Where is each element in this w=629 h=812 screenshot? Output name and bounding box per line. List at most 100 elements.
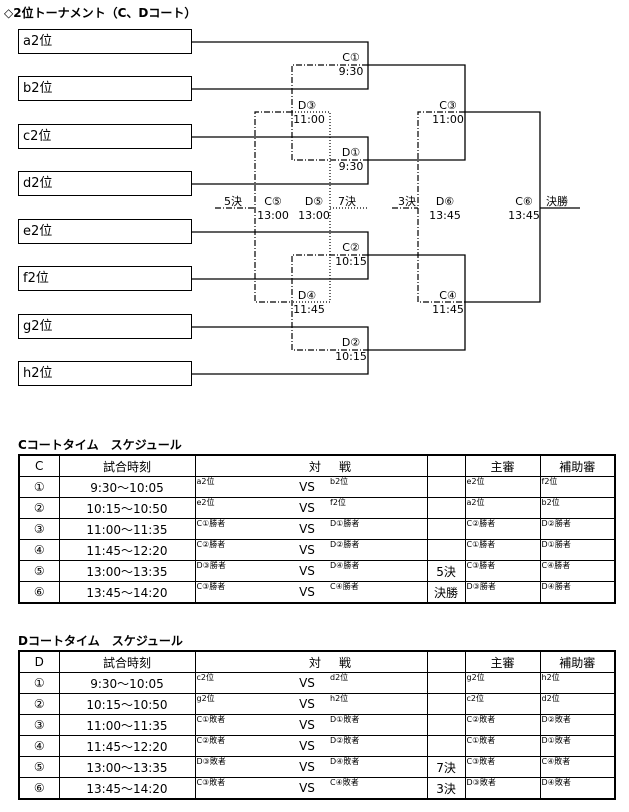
- cell-team-a: C②勝者: [194, 539, 285, 561]
- cell-time: 13:45～14:20: [58, 581, 196, 604]
- cell-team-b: C④敗者: [329, 777, 428, 800]
- team-slot-e: e2位: [18, 219, 192, 244]
- match-d5-court: D⑤: [304, 195, 324, 208]
- cell-vs: VS: [285, 693, 330, 715]
- cell-no: ②: [18, 693, 60, 715]
- cell-ref: C①敗者: [464, 735, 541, 757]
- cell-team-a: a2位: [194, 476, 285, 498]
- cell-time: 11:45～12:20: [58, 539, 196, 561]
- cell-team-b: D①敗者: [329, 714, 428, 736]
- cell-ref: a2位: [464, 497, 541, 519]
- cell-time: 11:45～12:20: [58, 735, 196, 757]
- cell-vs: VS: [285, 560, 330, 582]
- cell-no: ④: [18, 735, 60, 757]
- cell-vs: VS: [285, 777, 330, 800]
- match-c3-time: 11:00: [432, 113, 464, 126]
- cell-assist: C④敗者: [539, 756, 616, 778]
- match-c4-time: 11:45: [432, 303, 464, 316]
- header-note: [426, 454, 466, 477]
- cell-team-b: D①勝者: [329, 518, 428, 540]
- cell-note: [426, 539, 466, 561]
- match-c1-time: 9:30: [338, 65, 364, 78]
- cell-vs: VS: [285, 476, 330, 498]
- match-d3-time: 11:00: [293, 113, 325, 126]
- cell-time: 10:15～10:50: [58, 693, 196, 715]
- cell-team-a: e2位: [194, 497, 285, 519]
- cell-assist: D④勝者: [539, 581, 616, 604]
- cell-ref: D③敗者: [464, 777, 541, 800]
- team-slot-g: g2位: [18, 314, 192, 339]
- cell-no: ⑤: [18, 756, 60, 778]
- header-court: D: [18, 650, 60, 673]
- header-assist: 補助審: [539, 454, 616, 477]
- label-3rd-place: 3決: [398, 195, 416, 208]
- match-d2-time: 10:15: [335, 350, 367, 363]
- cell-team-b: D④勝者: [329, 560, 428, 582]
- team-slot-f: f2位: [18, 266, 192, 291]
- team-slot-c: c2位: [18, 124, 192, 149]
- cell-assist: f2位: [539, 476, 616, 498]
- cell-no: ③: [18, 714, 60, 736]
- match-c2-court: C②: [342, 241, 360, 254]
- match-c4-court: C④: [439, 289, 457, 302]
- cell-time: 9:30～10:05: [58, 672, 196, 694]
- header-match-b: 戦: [329, 454, 428, 477]
- cell-note: [426, 672, 466, 694]
- match-d4-time: 11:45: [293, 303, 325, 316]
- cell-time: 10:15～10:50: [58, 497, 196, 519]
- cell-no: ②: [18, 497, 60, 519]
- cell-no: ①: [18, 476, 60, 498]
- header-court: C: [18, 454, 60, 477]
- match-d1-time: 9:30: [338, 160, 364, 173]
- cell-vs: VS: [285, 539, 330, 561]
- cell-team-b: b2位: [329, 476, 428, 498]
- team-slot-b: b2位: [18, 76, 192, 101]
- cell-team-a: D③勝者: [194, 560, 285, 582]
- match-c5-court: C⑤: [264, 195, 282, 208]
- cell-team-b: f2位: [329, 497, 428, 519]
- cell-team-a: C①敗者: [194, 714, 285, 736]
- cell-note: 決勝: [426, 581, 466, 604]
- cell-no: ⑥: [18, 581, 60, 604]
- cell-assist: D②勝者: [539, 518, 616, 540]
- cell-team-b: D④敗者: [329, 756, 428, 778]
- cell-team-a: C③勝者: [194, 581, 285, 604]
- cell-team-b: D②敗者: [329, 735, 428, 757]
- c-schedule-heading: Cコートタイム スケジュール: [18, 438, 182, 452]
- cell-ref: C③勝者: [464, 560, 541, 582]
- cell-team-a: g2位: [194, 693, 285, 715]
- match-d3-court: D③: [297, 99, 317, 112]
- match-c3-court: C③: [439, 99, 457, 112]
- match-c6-time: 13:45: [508, 209, 540, 222]
- cell-assist: D①敗者: [539, 735, 616, 757]
- match-c2-time: 10:15: [335, 255, 367, 268]
- cell-no: ④: [18, 539, 60, 561]
- cell-note: 5決: [426, 560, 466, 582]
- cell-assist: D①勝者: [539, 539, 616, 561]
- page-title: ◇2位トーナメント（C、Dコート）: [4, 6, 197, 20]
- label-5th-place: 5決: [224, 195, 242, 208]
- cell-time: 13:00～13:35: [58, 560, 196, 582]
- table-header: C 試合時刻 対 戦 主審 補助審: [18, 454, 616, 477]
- team-slot-a: a2位: [18, 29, 192, 54]
- cell-ref: e2位: [464, 476, 541, 498]
- header-match-a: 対: [194, 650, 330, 673]
- cell-vs: VS: [285, 672, 330, 694]
- cell-team-b: D②勝者: [329, 539, 428, 561]
- match-c1-court: C①: [342, 51, 360, 64]
- cell-ref: C③敗者: [464, 756, 541, 778]
- cell-assist: D④敗者: [539, 777, 616, 800]
- cell-vs: VS: [285, 714, 330, 736]
- cell-note: [426, 518, 466, 540]
- label-final: 決勝: [546, 195, 568, 208]
- match-d2-court: D②: [341, 336, 361, 349]
- cell-team-a: C②敗者: [194, 735, 285, 757]
